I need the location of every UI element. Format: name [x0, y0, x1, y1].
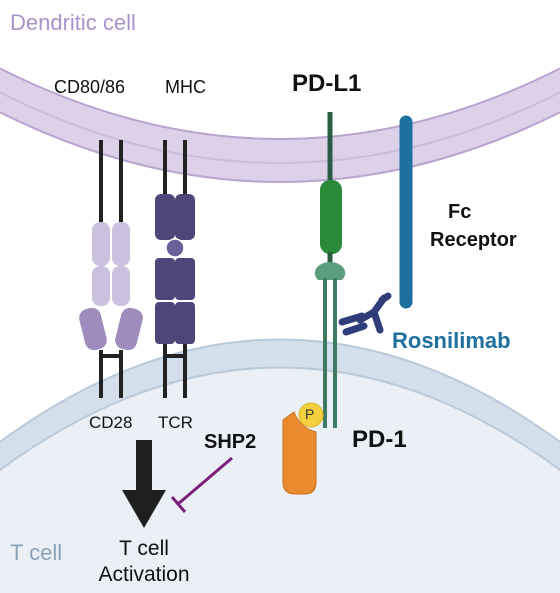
shp2-label: SHP2	[204, 431, 257, 453]
cd80-86-protein	[92, 140, 130, 306]
dendritic-cell-membrane	[0, 67, 560, 183]
shp2-phosphatase	[282, 411, 317, 495]
pd-l1-label: PD-L1	[292, 70, 362, 97]
cd28-label: CD28	[89, 413, 133, 432]
pd-1-label: PD-1	[352, 426, 407, 453]
rosnilimab-antibody	[338, 292, 392, 336]
dendritic-cell-label: Dendritic cell	[10, 10, 136, 35]
tcr-label: TCR	[158, 413, 193, 432]
dendritic-cell-membrane-inner	[0, 91, 560, 164]
pd-l1-protein	[320, 112, 342, 262]
phospho-group-icon	[298, 402, 324, 428]
mhc-tcr-complex	[155, 140, 195, 398]
cd80-86-label: CD80/86	[54, 77, 126, 97]
fc-receptor-label-line2: Receptor	[430, 229, 517, 251]
activation-arrow	[122, 440, 166, 528]
activation-label-line2: Activation	[98, 563, 190, 586]
phospho-label: P	[305, 406, 315, 422]
t-cell-membrane	[0, 338, 560, 472]
mhc-label: MHC	[165, 77, 206, 97]
fc-receptor-label-line1: Fc	[448, 201, 472, 223]
cd28-receptor	[79, 307, 143, 398]
inhibition-arrow	[170, 456, 233, 513]
t-cell-body	[0, 367, 560, 593]
pd-1-receptor	[314, 262, 346, 428]
activation-label-line1: T cell	[119, 537, 169, 560]
rosnilimab-label: Rosnilimab	[392, 328, 511, 353]
t-cell-label: T cell	[10, 540, 63, 565]
